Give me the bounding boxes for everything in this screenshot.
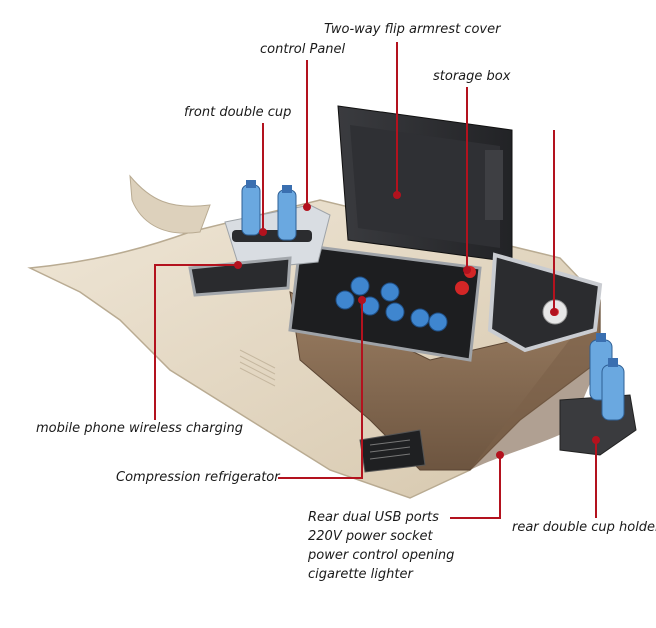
label-rear-double-cup-holder: rear double cup holder: [512, 520, 656, 535]
label-rear-usb: Rear dual USB ports: [308, 510, 439, 525]
front-bottles: [241, 180, 297, 241]
label-flip-armrest-cover: Two-way flip armrest cover: [324, 22, 501, 37]
label-control-panel: control Panel: [260, 42, 346, 57]
label-front-double-cup: front double cup: [184, 105, 292, 120]
lid-inner: [350, 125, 500, 248]
label-compression-refrigerator: Compression refrigerator: [116, 470, 280, 485]
label-wireless-charging: mobile phone wireless charging: [36, 421, 243, 436]
fridge-well: [288, 243, 482, 362]
label-power-control: power control opening: [308, 548, 455, 563]
rear-bottles: [589, 333, 625, 421]
rear-features-list: Rear dual USB ports 220V power socket po…: [308, 511, 454, 587]
label-cigarette-lighter: cigarette lighter: [308, 567, 413, 582]
label-storage-box: storage box: [433, 69, 511, 84]
front-rail: [129, 174, 211, 234]
side-vents: [239, 349, 276, 387]
charging-pad: [188, 256, 292, 297]
rear-cup-holder: [559, 394, 637, 456]
rear-tray: [487, 252, 603, 353]
label-220v-socket: 220V power socket: [308, 529, 433, 544]
lid-hinge: [485, 150, 503, 220]
vent-slots: [369, 439, 411, 460]
leader-lines: [154, 42, 600, 519]
